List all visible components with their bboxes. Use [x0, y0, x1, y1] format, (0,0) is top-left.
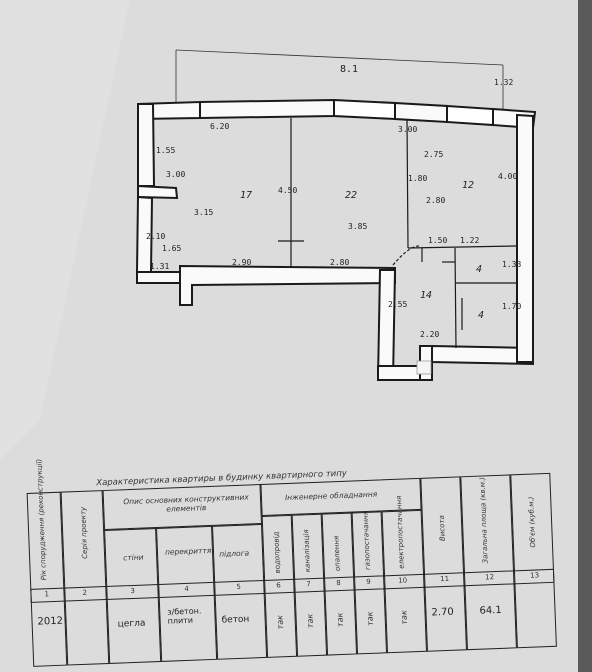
right-offset-dim: 1.32 — [494, 78, 514, 87]
room-area-3: 12 — [462, 180, 475, 191]
room-area-5: 4 — [476, 264, 483, 275]
light-glare — [0, 0, 130, 460]
partitions — [278, 118, 517, 349]
bath-height-dim: 1.33 — [502, 260, 522, 269]
col-num-2: 2 — [82, 588, 88, 597]
corridor-dim: 1.50 — [428, 236, 448, 245]
header-walls: стіни — [123, 552, 144, 563]
left-upper-dim: 1.55 — [156, 146, 176, 155]
entry-width-dim: 2.20 — [420, 330, 440, 339]
col-num-9: 9 — [366, 577, 371, 587]
room2-inner-dim: 3.85 — [348, 222, 368, 231]
room1-bottom-dim: 2.90 — [232, 258, 252, 267]
balcony-side-dim: 3.15 — [194, 208, 214, 217]
header-eng2: каналізація — [302, 529, 312, 573]
col-num-1: 1 — [44, 590, 50, 599]
kitchen-height-dim: 2.75 — [424, 150, 444, 159]
room-area-6: 4 — [478, 310, 485, 321]
value-eng1: так — [275, 614, 286, 630]
col-height — [420, 476, 467, 652]
header-floor-cover: підлога — [218, 548, 250, 559]
room-area-1: 17 — [240, 190, 253, 201]
hall-width-dim: 1.80 — [408, 174, 428, 183]
value-eng4: так — [365, 611, 375, 627]
balcony-bottom-dim: 1.31 — [150, 262, 170, 271]
col-num-10: 10 — [398, 576, 408, 585]
col-num-5: 5 — [236, 582, 241, 592]
value-area: 64.1 — [479, 604, 502, 617]
overall-width-label: 8.1 — [340, 64, 359, 75]
paper-shadow — [578, 0, 592, 672]
col-num-4: 4 — [184, 584, 190, 593]
value-walls: цегла — [117, 618, 146, 630]
col-num-6: 6 — [276, 581, 281, 590]
bath-width-dim: 1.22 — [460, 236, 480, 245]
characteristics-table: Характеристика квартиры в будинку кварти… — [26, 457, 557, 667]
value-year: 2012 — [37, 615, 64, 628]
header-eng3: опалення — [332, 535, 342, 572]
value-eng2: так — [305, 613, 316, 629]
entrance-marker — [416, 360, 432, 375]
value-eng3: так — [335, 612, 345, 628]
outer-walls — [135, 98, 537, 381]
col-num-12: 12 — [485, 573, 495, 582]
kitchen-width-dim: 4.00 — [498, 172, 518, 181]
col-num-7: 7 — [306, 580, 311, 589]
header-height: Висота — [437, 515, 447, 542]
dimension-lines — [175, 49, 504, 112]
room-area-2: 22 — [345, 190, 358, 201]
col-num-8: 8 — [336, 578, 341, 588]
top-left-dim: 6.20 — [210, 122, 230, 131]
col-num-13: 13 — [530, 571, 540, 580]
col-num-11: 11 — [440, 574, 450, 584]
room2-height-dim: 4.50 — [278, 186, 298, 195]
header-floors: перекриття — [164, 545, 212, 557]
top-right-dim: 3.00 — [398, 125, 418, 134]
balcony-height-dim: 1.65 — [162, 244, 182, 253]
room2-bottom-dim: 2.80 — [330, 258, 350, 267]
header-eng1: водопровід — [272, 531, 282, 574]
room-area-4: 14 — [420, 290, 433, 301]
value-floors: з/бетон. плити — [167, 606, 202, 626]
value-height: 2.70 — [431, 606, 454, 619]
kitchen-inner-dim: 2.80 — [426, 196, 446, 205]
value-eng5: так — [399, 610, 409, 625]
hall-height-dim: 2.55 — [388, 300, 408, 309]
col-num-3: 3 — [130, 586, 136, 596]
value-floor-cover: бетон — [221, 614, 250, 626]
balcony-width-dim: 2.10 — [146, 232, 166, 241]
toilet-height-dim: 1.70 — [502, 302, 522, 311]
left-niche-dim: 3.00 — [166, 170, 186, 179]
